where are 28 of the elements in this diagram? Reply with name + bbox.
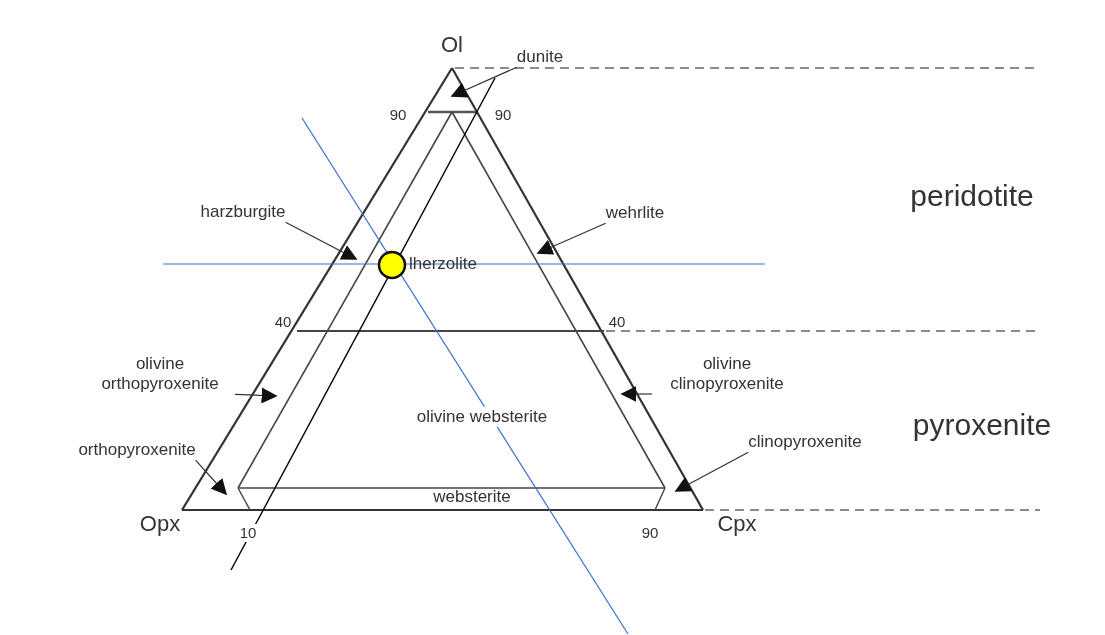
leader-line [234,387,278,404]
rock-name: orthopyroxenite [78,439,196,461]
rock-name: lherzolite [409,253,477,275]
tick-label: 90 [641,524,659,542]
leader-line [450,66,518,98]
rock-name: clinopyroxenite [748,431,862,453]
leader-line [536,222,607,255]
rock-name: olivine clinopyroxenite [652,353,802,395]
rock-name: olivine websterite [414,406,550,428]
group-label: peridotite [910,178,1034,214]
rock-name: dunite [516,46,564,68]
tick-label: 40 [274,313,292,331]
rock-name: olivine orthopyroxenite [85,353,235,395]
leader-line [284,221,358,260]
leader-line [674,451,749,492]
leader-line [195,459,228,496]
vertex-label: Opx [139,510,181,538]
rock-name: wehrlite [605,202,665,224]
tick-label: 40 [608,313,626,331]
rock-name: harzburgite [200,201,286,223]
group-label: pyroxenite [912,407,1052,443]
vertex-label: Cpx [717,510,757,538]
tick-label: 90 [389,106,407,124]
leader-line [620,386,653,402]
rock-name: websterite [433,486,511,508]
tick-label: 90 [494,106,512,124]
tick-label: 10 [237,524,259,542]
vertex-label: Ol [441,31,463,59]
